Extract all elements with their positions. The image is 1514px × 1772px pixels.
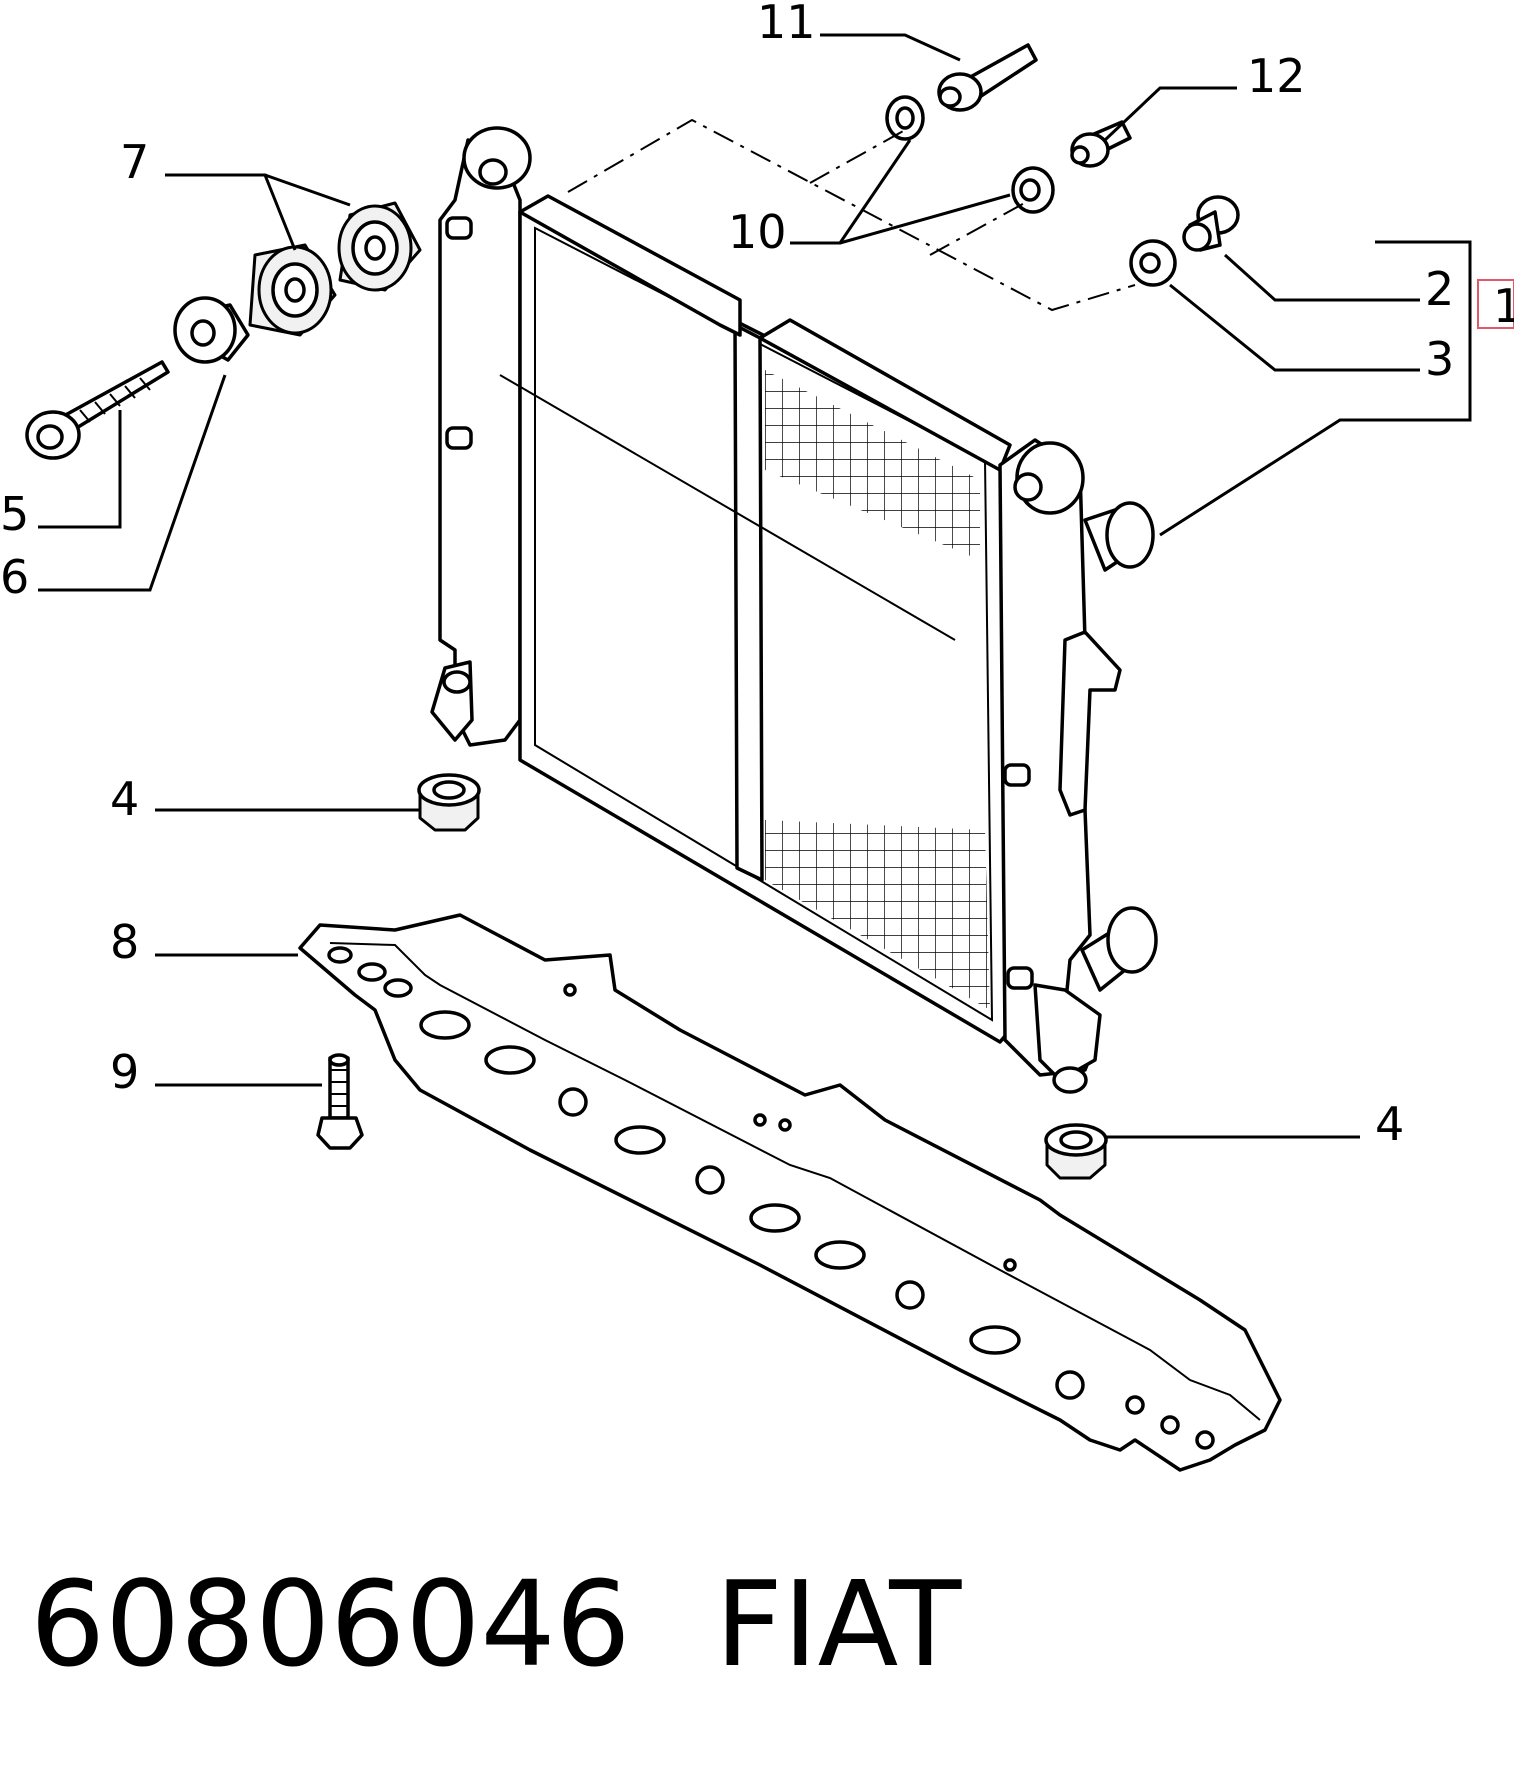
part-11-hose-fitting bbox=[937, 43, 1038, 112]
part-number: 60806046 bbox=[30, 1555, 631, 1693]
callout-12: 12 bbox=[1247, 49, 1306, 103]
callout-11: 11 bbox=[757, 0, 816, 49]
part-4-grommet-right bbox=[1044, 1123, 1108, 1180]
top-rail bbox=[518, 194, 742, 337]
callout-1: 1 bbox=[1493, 279, 1514, 333]
part-12-bleed-screw bbox=[1070, 120, 1132, 168]
part-5-bolt bbox=[25, 360, 170, 460]
callout-2: 2 bbox=[1425, 262, 1454, 316]
part-7-rubber-mounts bbox=[248, 201, 422, 337]
part-2-plug bbox=[1182, 195, 1240, 252]
callout-5: 5 bbox=[0, 487, 29, 541]
fin-mesh-lower bbox=[765, 820, 990, 1010]
part-6-flanged-bushing bbox=[173, 296, 250, 364]
callout-4-left: 4 bbox=[110, 772, 139, 826]
callout-8: 8 bbox=[110, 915, 139, 969]
radiator-right-tank bbox=[998, 438, 1097, 1077]
callout-3: 3 bbox=[1425, 332, 1454, 386]
part-10-washers bbox=[885, 95, 1055, 214]
callout-10: 10 bbox=[728, 205, 787, 259]
brand-name: FIAT bbox=[715, 1555, 962, 1693]
callout-4-right: 4 bbox=[1375, 1097, 1404, 1151]
part-9-bolt bbox=[316, 1053, 364, 1150]
callout-7: 7 bbox=[120, 135, 149, 189]
radiator-assembly bbox=[430, 126, 1158, 1094]
fin-mesh-upper bbox=[765, 370, 980, 560]
part-4-grommet-left bbox=[417, 773, 481, 832]
leader-lines bbox=[38, 33, 1514, 1139]
callout-6: 6 bbox=[0, 550, 29, 604]
part-8-undertray-plate bbox=[298, 913, 1282, 1472]
part-3-washer bbox=[1129, 239, 1177, 287]
callout-9: 9 bbox=[110, 1045, 139, 1099]
